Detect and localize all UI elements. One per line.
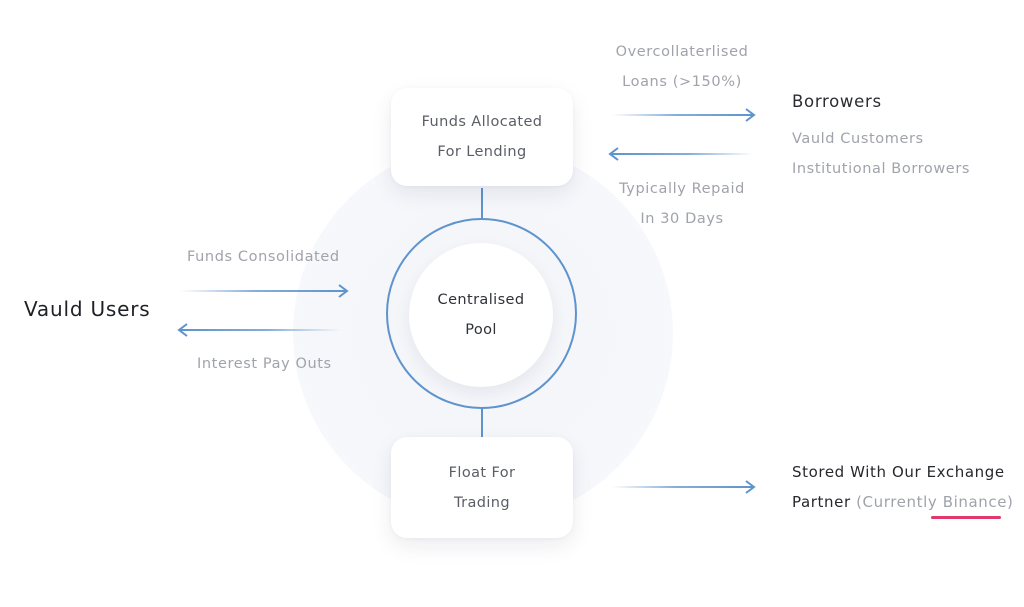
repaid-label: Typically Repaid In 30 Days <box>602 174 762 234</box>
repaid-line1: Typically Repaid <box>619 181 745 197</box>
funds-allocated-card: Funds Allocated For Lending <box>391 88 573 186</box>
arrow-funds-consolidated <box>180 284 349 298</box>
funds-allocated-line1: Funds Allocated <box>421 114 543 130</box>
arrow-repayment <box>608 147 753 161</box>
arrow-loans <box>612 108 756 122</box>
pool-line1: Centralised <box>437 292 525 308</box>
loans-line2: Loans (>150%) <box>622 74 742 90</box>
float-line1: Float For <box>448 464 516 481</box>
exchange-paren-open: (Currently <box>856 493 943 511</box>
funds-consolidated-label: Funds Consolidated <box>187 249 340 265</box>
interest-payouts-label: Interest Pay Outs <box>197 356 332 372</box>
pool-line2: Pool <box>465 322 497 338</box>
exchange-line1: Stored With Our Exchange <box>792 463 1005 481</box>
exchange-partner-text: Partner <box>792 493 851 511</box>
binance-highlight-underline <box>931 516 1001 519</box>
float-for-trading-card: Float For Trading <box>391 437 573 538</box>
arrow-exchange <box>612 480 756 494</box>
exchange-line2: Partner (Currently Binance) <box>792 493 1014 511</box>
float-line2: Trading <box>454 494 510 511</box>
exchange-paren-close: ) <box>1007 493 1014 511</box>
arrow-interest-payouts <box>177 323 340 337</box>
loans-line1: Overcollaterlised <box>615 44 749 60</box>
repaid-line2: In 30 Days <box>640 211 724 227</box>
borrowers-item-vauld-customers: Vauld Customers <box>792 131 924 147</box>
centralised-pool: Centralised Pool <box>409 243 553 387</box>
connector-bottom <box>481 409 483 437</box>
borrowers-item-institutional: Institutional Borrowers <box>792 161 971 177</box>
funds-allocated-line2: For Lending <box>437 144 527 160</box>
borrowers-title: Borrowers <box>792 92 882 111</box>
exchange-binance: Binance <box>942 493 1008 511</box>
loans-label: Overcollaterlised Loans (>150%) <box>602 37 762 97</box>
vauld-users-label: Vauld Users <box>24 297 151 321</box>
connector-top <box>481 188 483 218</box>
